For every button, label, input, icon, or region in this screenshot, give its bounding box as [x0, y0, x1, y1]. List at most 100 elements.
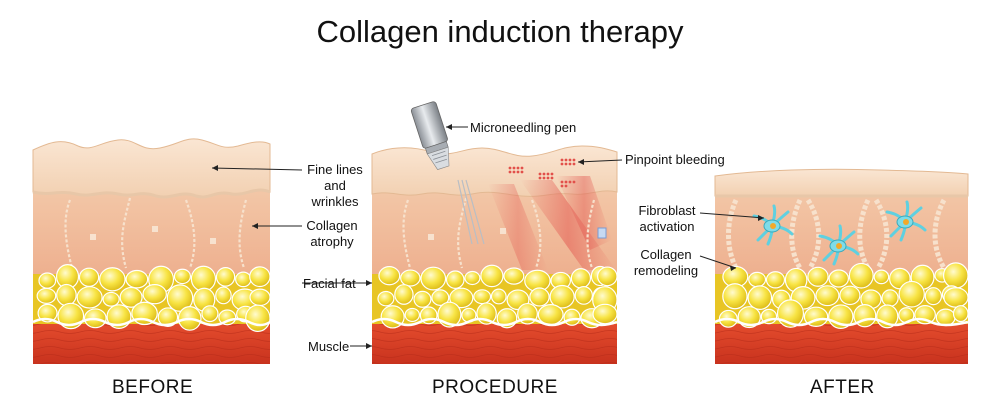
fat-globule	[420, 266, 447, 291]
fat-globule	[38, 272, 57, 289]
bleeding-dot	[568, 158, 572, 162]
fat-globule	[166, 284, 194, 312]
fibroblast-cells	[752, 200, 927, 266]
fat-globule	[76, 286, 103, 309]
fat-globule	[249, 288, 271, 307]
fat-globule	[218, 309, 237, 326]
pinpoint-bleeding-label: Pinpoint bleeding	[625, 152, 725, 167]
remodeled-collagen	[726, 198, 947, 270]
fat-globule	[503, 267, 525, 285]
procedure-caption: PROCEDURE	[432, 377, 558, 398]
bleeding-dot	[564, 158, 568, 162]
fat-globule	[748, 271, 767, 288]
fibroblast-activation-label: Fibroblast activation	[633, 203, 701, 235]
fat-globule	[737, 306, 761, 329]
bleeding-dot	[560, 162, 564, 166]
fat-globule	[924, 287, 943, 306]
fine-lines-label-line2: and wrinkles	[311, 178, 359, 209]
procedure-panel	[371, 101, 618, 364]
fine-lines-label-line1: Fine lines	[307, 162, 363, 177]
epidermis-layer	[32, 138, 271, 198]
fat-globule	[201, 305, 219, 323]
fat-globule	[592, 303, 618, 325]
activated-cell	[597, 227, 607, 239]
fat-globule	[249, 266, 271, 288]
fat-globule	[747, 285, 773, 310]
bleeding-dot	[560, 158, 564, 162]
bleeding-dot	[564, 180, 568, 184]
collagen-atrophy-label: Collagen atrophy	[304, 218, 360, 250]
bleeding-dot	[568, 162, 572, 166]
fat-globule	[173, 268, 192, 285]
fibroblast-label-line2: activation	[639, 219, 695, 234]
bleeding-dot	[512, 166, 516, 170]
bleeding-dot	[538, 176, 542, 180]
fat-globule	[935, 308, 956, 327]
fat-globule	[99, 267, 126, 292]
bleeding-dot	[550, 172, 554, 176]
fat-globule	[37, 303, 58, 323]
fat-globule	[413, 290, 432, 308]
fat-globule	[765, 271, 786, 289]
muscle-label: Muscle	[308, 339, 350, 354]
fat-globule	[943, 287, 969, 308]
bleeding-dot	[520, 170, 524, 174]
fibroblast-nucleus	[770, 223, 776, 229]
fat-globule	[394, 284, 414, 305]
fat-globule	[839, 285, 861, 306]
fat-globule	[490, 288, 507, 305]
fat-globule	[815, 285, 840, 307]
fine-lines-label: Fine lines and wrinkles	[304, 162, 366, 210]
fat-globule	[529, 287, 550, 307]
bleeding-dot	[572, 162, 576, 166]
bleeding-dot	[546, 176, 550, 180]
bleeding-dot	[538, 172, 542, 176]
collagen-remodeling-label: Collagen remodeling	[630, 247, 702, 279]
facial-fat-label: Facial fat	[303, 276, 356, 291]
fat-globule	[125, 269, 149, 289]
collagen-remodeling-label-line2: remodeling	[633, 263, 699, 278]
fat-globule	[473, 289, 492, 305]
before-panel	[32, 138, 271, 364]
bleeding-dot	[542, 172, 546, 176]
fibroblast-nucleus	[903, 219, 909, 225]
collagen-fibers	[64, 197, 248, 269]
fat-globule	[157, 307, 179, 327]
fat-globule	[78, 267, 100, 287]
after-caption: AFTER	[810, 377, 875, 398]
fat-globule	[102, 291, 120, 307]
fat-globule	[445, 270, 465, 289]
fat-globule	[881, 289, 899, 307]
fat-globule	[36, 287, 57, 304]
fat-globule	[549, 284, 575, 309]
bleeding-dot	[572, 180, 576, 184]
fat-globule	[480, 264, 504, 288]
fat-globule	[56, 283, 77, 307]
bleeding-dot	[550, 176, 554, 180]
before-caption: BEFORE	[112, 377, 194, 398]
dermis-layer	[33, 186, 270, 274]
fibroblast-nucleus	[836, 243, 842, 249]
bleeding-dot	[564, 184, 568, 188]
fat-globule	[943, 262, 969, 289]
fat-globule	[190, 265, 217, 292]
fat-globule	[215, 286, 232, 305]
microneedling-pen	[410, 101, 485, 245]
bleeding-dot	[508, 166, 512, 170]
bleeding-dot	[560, 184, 564, 188]
fat-globule	[722, 283, 748, 310]
fat-globule	[235, 271, 252, 288]
fat-globule	[873, 269, 890, 285]
diagram-title: Collagen induction therapy	[316, 14, 684, 49]
fat-globule	[378, 266, 401, 286]
bleeding-dot	[560, 180, 564, 184]
fat-globule	[807, 266, 829, 287]
fat-globule	[952, 305, 969, 323]
bleeding-dot	[520, 166, 524, 170]
fat-globule	[215, 267, 236, 287]
bleeding-dots	[508, 158, 576, 188]
fat-globule	[142, 284, 167, 305]
leader-lines	[211, 126, 765, 347]
bleeding-dot	[516, 166, 520, 170]
